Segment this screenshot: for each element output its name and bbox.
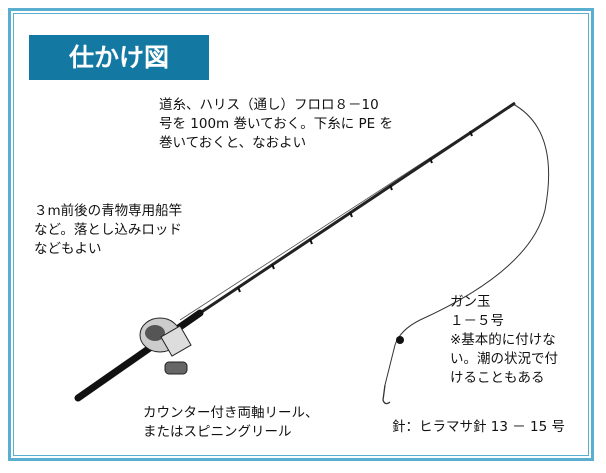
rod-label: ３m前後の青物専用船竿 など。落とし込みロッド などもよい (34, 203, 183, 257)
rod-butt (74, 309, 204, 402)
hook-icon (382, 384, 391, 405)
reel-icon (139, 317, 192, 375)
sinker-label: ガン玉 １－５号 ※基本的に付けな い。潮の状況で付 けることもある (450, 294, 558, 386)
diagram-title: 仕かけ図 (29, 35, 209, 80)
sinker (396, 336, 404, 344)
outer-border (8, 8, 594, 461)
rod-blank (199, 101, 516, 315)
hook-label: 針：ヒラマサ針 13 － 15 号 (392, 419, 566, 435)
reel-label: カウンター付き両軸リール、 またはスピニングリール (143, 405, 319, 440)
line-label: 道糸、ハリス（通し）フロロ８－10 号を 100m 巻いておく。下糸に PE を… (159, 97, 393, 151)
fishing-line (384, 103, 550, 386)
inner-border (13, 13, 589, 456)
rod-guides (237, 130, 473, 293)
